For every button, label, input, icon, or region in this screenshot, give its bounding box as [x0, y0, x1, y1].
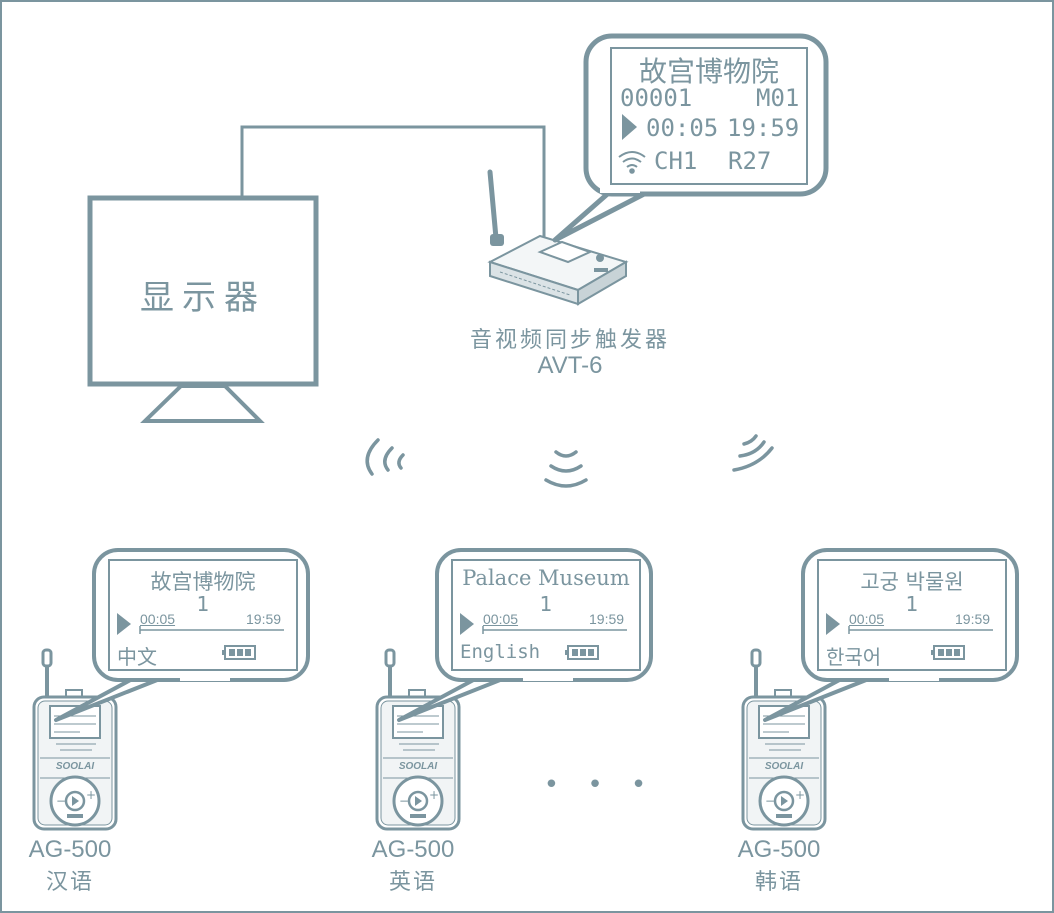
trigger-lcd-mode: M01 — [756, 84, 800, 112]
play-icon — [826, 613, 840, 635]
receiver-lcd-total: 19:59 — [955, 611, 991, 627]
connection-cable — [240, 125, 546, 250]
receiver-lcd-lang: 中文 — [117, 645, 157, 669]
receiver-lcd-lang: 한국어 — [826, 645, 882, 669]
antenna-icon — [384, 648, 396, 698]
receiver-lcd-title: 고궁 박물원 — [860, 570, 964, 594]
trigger-lcd — [610, 47, 808, 185]
monitor-stand — [140, 384, 265, 423]
receiver-model: AG-500 — [737, 836, 821, 863]
trigger-lcd-channel: CH1 — [654, 147, 698, 175]
receiver-language: 韩语 — [754, 870, 803, 895]
receiver-lcd-title: 故宫博物院 — [150, 570, 256, 594]
monitor-label: 显示器 — [140, 278, 266, 318]
battery-icon — [565, 645, 599, 660]
play-icon — [460, 613, 474, 635]
trigger-lcd-title: 故宫博物院 — [638, 55, 779, 88]
svg-text:+: + — [86, 788, 96, 802]
receiver-model: AG-500 — [371, 836, 455, 863]
more-devices-ellipsis: • • • — [543, 770, 657, 800]
wifi-icon — [618, 151, 646, 174]
svg-text:+: + — [795, 788, 805, 802]
trigger-lcd-counter: 00001 — [620, 84, 693, 112]
play-icon — [117, 613, 131, 635]
receiver-lcd-lang: English — [460, 641, 541, 663]
battery-icon — [931, 645, 965, 660]
monitor-screen — [87, 195, 319, 387]
receiver-model: AG-500 — [28, 836, 112, 863]
receiver-lcd-track: 1 — [905, 592, 919, 616]
receiver-brand: SOOLAI — [398, 761, 438, 772]
receiver-brand: SOOLAI — [55, 761, 95, 772]
trigger-name: 音视频同步触发器 — [469, 328, 670, 353]
receiver-lcd-track: 1 — [539, 592, 553, 616]
play-icon — [622, 114, 637, 140]
antenna-icon — [487, 169, 504, 246]
receiver-lcd — [451, 559, 641, 671]
svg-text:−: − — [56, 794, 66, 808]
trigger-lcd-range: R27 — [728, 147, 772, 175]
signal-waves-icon — [365, 434, 774, 488]
receiver-language: 汉语 — [45, 870, 94, 895]
receiver-brand: SOOLAI — [764, 761, 804, 772]
antenna-icon — [750, 648, 762, 698]
svg-text:+: + — [429, 788, 439, 802]
trigger-lcd-total: 19:59 — [727, 114, 800, 142]
receiver-language: 英语 — [388, 870, 437, 895]
receiver-lcd — [817, 559, 1007, 671]
trigger-lcd-elapsed: 00:05 — [646, 114, 719, 142]
receiver-lcd-elapsed: 00:05 — [483, 611, 519, 627]
receiver-lcd-track: 1 — [196, 592, 210, 616]
svg-text:−: − — [765, 794, 775, 808]
battery-icon — [222, 645, 256, 660]
receiver-lcd-elapsed: 00:05 — [140, 611, 176, 627]
receiver-lcd-total: 19:59 — [246, 611, 282, 627]
receiver-lcd-title: Palace Museum — [462, 566, 630, 590]
receiver-lcd-total: 19:59 — [589, 611, 625, 627]
receiver-lcd — [108, 559, 298, 671]
svg-text:−: − — [399, 794, 409, 808]
receiver-lcd-elapsed: 00:05 — [849, 611, 885, 627]
antenna-icon — [41, 648, 53, 698]
trigger-model: AVT-6 — [537, 352, 603, 379]
